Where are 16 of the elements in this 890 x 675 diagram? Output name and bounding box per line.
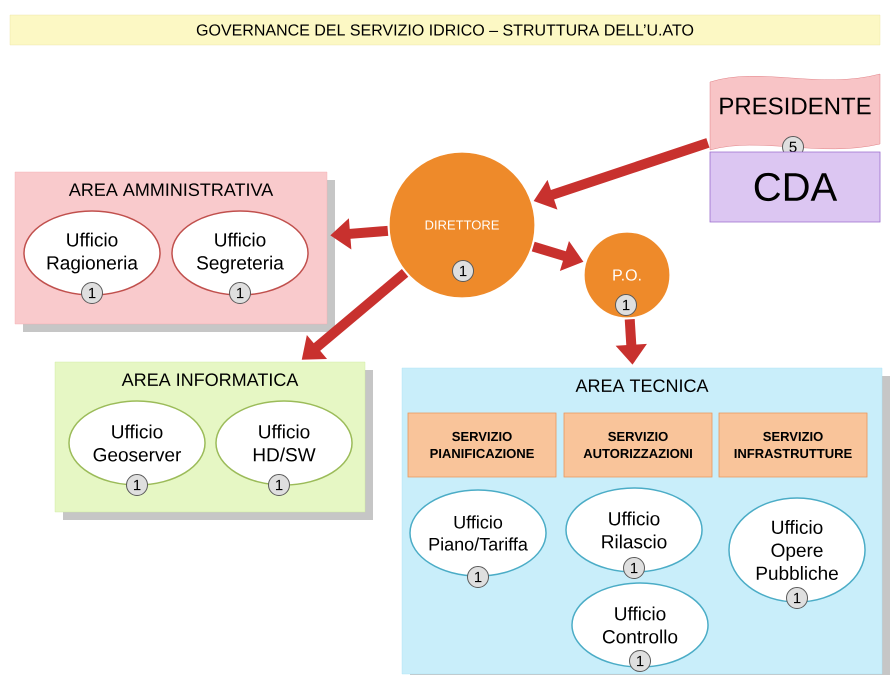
service-box: SERVIZIO PIANIFICAZIONE: [408, 412, 556, 478]
number-badge: 1: [467, 566, 489, 588]
number-badge: 1: [629, 650, 651, 672]
banner-box: PRESIDENTE 5: [710, 74, 880, 158]
number-badge: 1: [452, 260, 474, 282]
service-box: SERVIZIO INFRASTRUTTURE: [718, 412, 868, 478]
number-badge: 1: [81, 282, 103, 304]
number-badge: 1: [623, 557, 645, 579]
number-badge: 1: [786, 587, 808, 609]
number-badge: 1: [229, 282, 251, 304]
number-badge: 1: [615, 294, 637, 316]
number-badge: 1: [268, 474, 290, 496]
title-band: GOVERNANCE DEL SERVIZIO IDRICO – STRUTTURA DELL’U.ATO: [10, 14, 880, 46]
service-box: SERVIZIO AUTORIZZAZIONI: [564, 412, 712, 478]
number-badge: 1: [126, 474, 148, 496]
board-box: CDA: [710, 152, 880, 222]
